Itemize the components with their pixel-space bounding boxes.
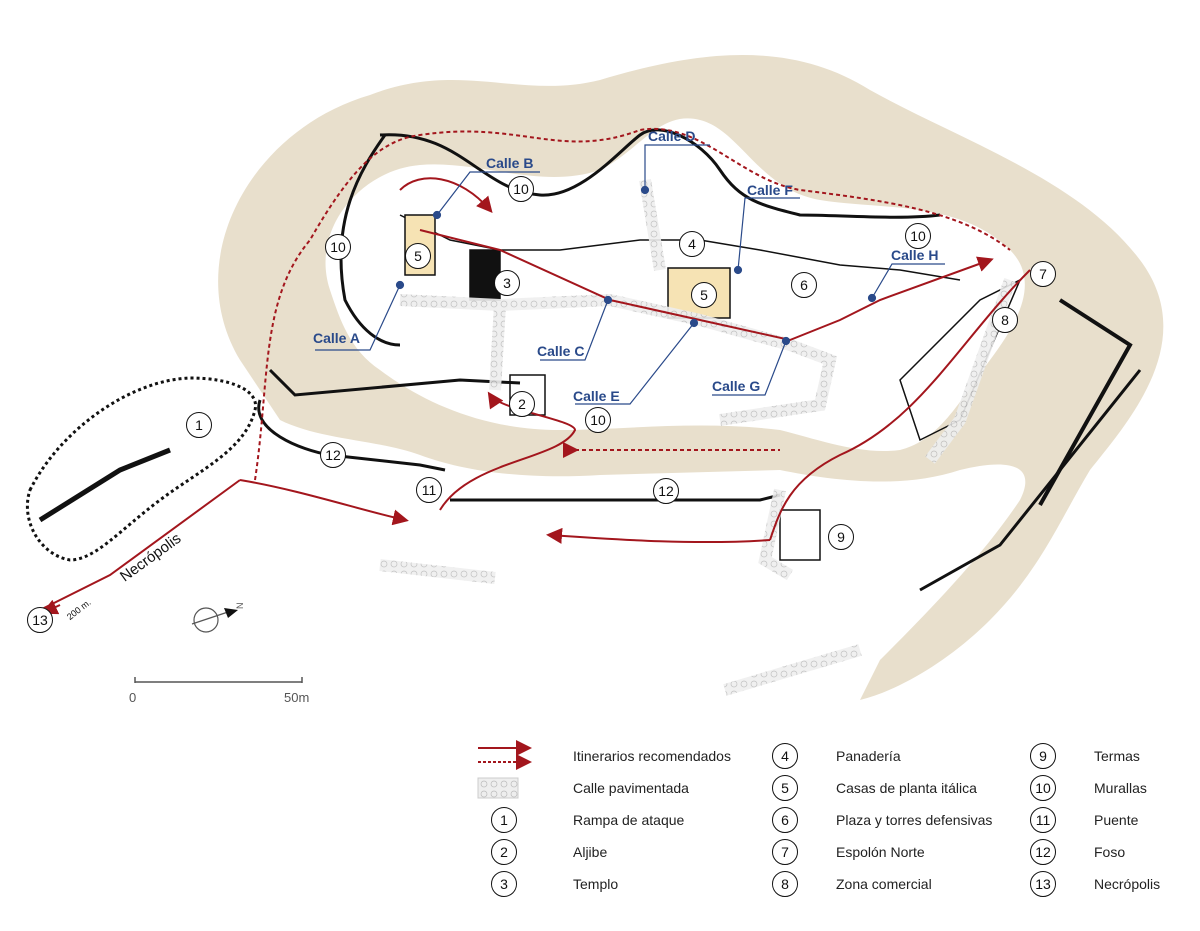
street-label-calle-f: Calle F (747, 182, 793, 198)
legend-num-4: 4 (772, 743, 798, 769)
compass-north-label: N (235, 602, 245, 610)
scale-end-label: 50m (284, 690, 310, 705)
marker-9: 9 (828, 524, 854, 550)
street-label-calle-b: Calle B (486, 155, 534, 171)
legend-label-8: Zona comercial (836, 876, 932, 892)
legend-routes: Itinerarios recomendados (573, 748, 731, 764)
street-label-calle-g: Calle G (712, 378, 761, 394)
scale-bar (134, 677, 303, 683)
marker-12: 12 (320, 442, 346, 468)
marker-11: 11 (416, 477, 442, 503)
legend-label-5: Casas de planta itálica (836, 780, 977, 796)
marker-1: 1 (186, 412, 212, 438)
legend-num-1: 1 (491, 807, 517, 833)
legend-num-3: 3 (491, 871, 517, 897)
legend-label-4: Panadería (836, 748, 901, 764)
legend-label-2: Aljibe (573, 844, 608, 860)
legend-num-6: 6 (772, 807, 798, 833)
marker-10: 10 (585, 407, 611, 433)
marker-4: 4 (679, 231, 705, 257)
legend-paved-street: Calle pavimentada (573, 780, 689, 796)
street-label-calle-h: Calle H (891, 247, 939, 263)
legend-label-6: Plaza y torres defensivas (836, 812, 993, 828)
legend-num-12: 12 (1030, 839, 1056, 865)
legend-num-8: 8 (772, 871, 798, 897)
legend-num-9: 9 (1030, 743, 1056, 769)
legend-icons (477, 740, 532, 799)
legend-label-12: Foso (1094, 844, 1126, 860)
legend-label-10: Murallas (1094, 780, 1147, 796)
street-label-calle-c: Calle C (537, 343, 585, 359)
marker-10: 10 (325, 234, 351, 260)
street-label-calle-e: Calle E (573, 388, 620, 404)
street-label-calle-a: Calle A (313, 330, 360, 346)
marker-13: 13 (27, 607, 53, 633)
marker-5: 5 (691, 282, 717, 308)
marker-2: 2 (509, 391, 535, 417)
marker-5: 5 (405, 243, 431, 269)
marker-10: 10 (905, 223, 931, 249)
legend-num-10: 10 (1030, 775, 1056, 801)
legend-label-3: Templo (573, 876, 619, 892)
legend-num-13: 13 (1030, 871, 1056, 897)
marker-12: 12 (653, 478, 679, 504)
legend-num-7: 7 (772, 839, 798, 865)
legend-label-11: Puente (1094, 812, 1139, 828)
necropolis-area (25, 376, 257, 562)
marker-7: 7 (1030, 261, 1056, 287)
street-label-calle-d: Calle D (648, 128, 696, 144)
legend-num-2: 2 (491, 839, 517, 865)
legend-label-7: Espolón Norte (836, 844, 925, 860)
legend-label-1: Rampa de ataque (573, 812, 685, 828)
legend-num-11: 11 (1030, 807, 1056, 833)
legend-label-9: Termas (1094, 748, 1140, 764)
terrain (218, 55, 1164, 700)
marker-8: 8 (992, 307, 1018, 333)
legend-num-5: 5 (772, 775, 798, 801)
legend-label-13: Necrópolis (1094, 876, 1161, 892)
marker-6: 6 (791, 272, 817, 298)
marker-10: 10 (508, 176, 534, 202)
scale-start-label: 0 (129, 690, 137, 705)
marker-3: 3 (494, 270, 520, 296)
street-leaders (315, 144, 945, 405)
compass (191, 607, 238, 633)
